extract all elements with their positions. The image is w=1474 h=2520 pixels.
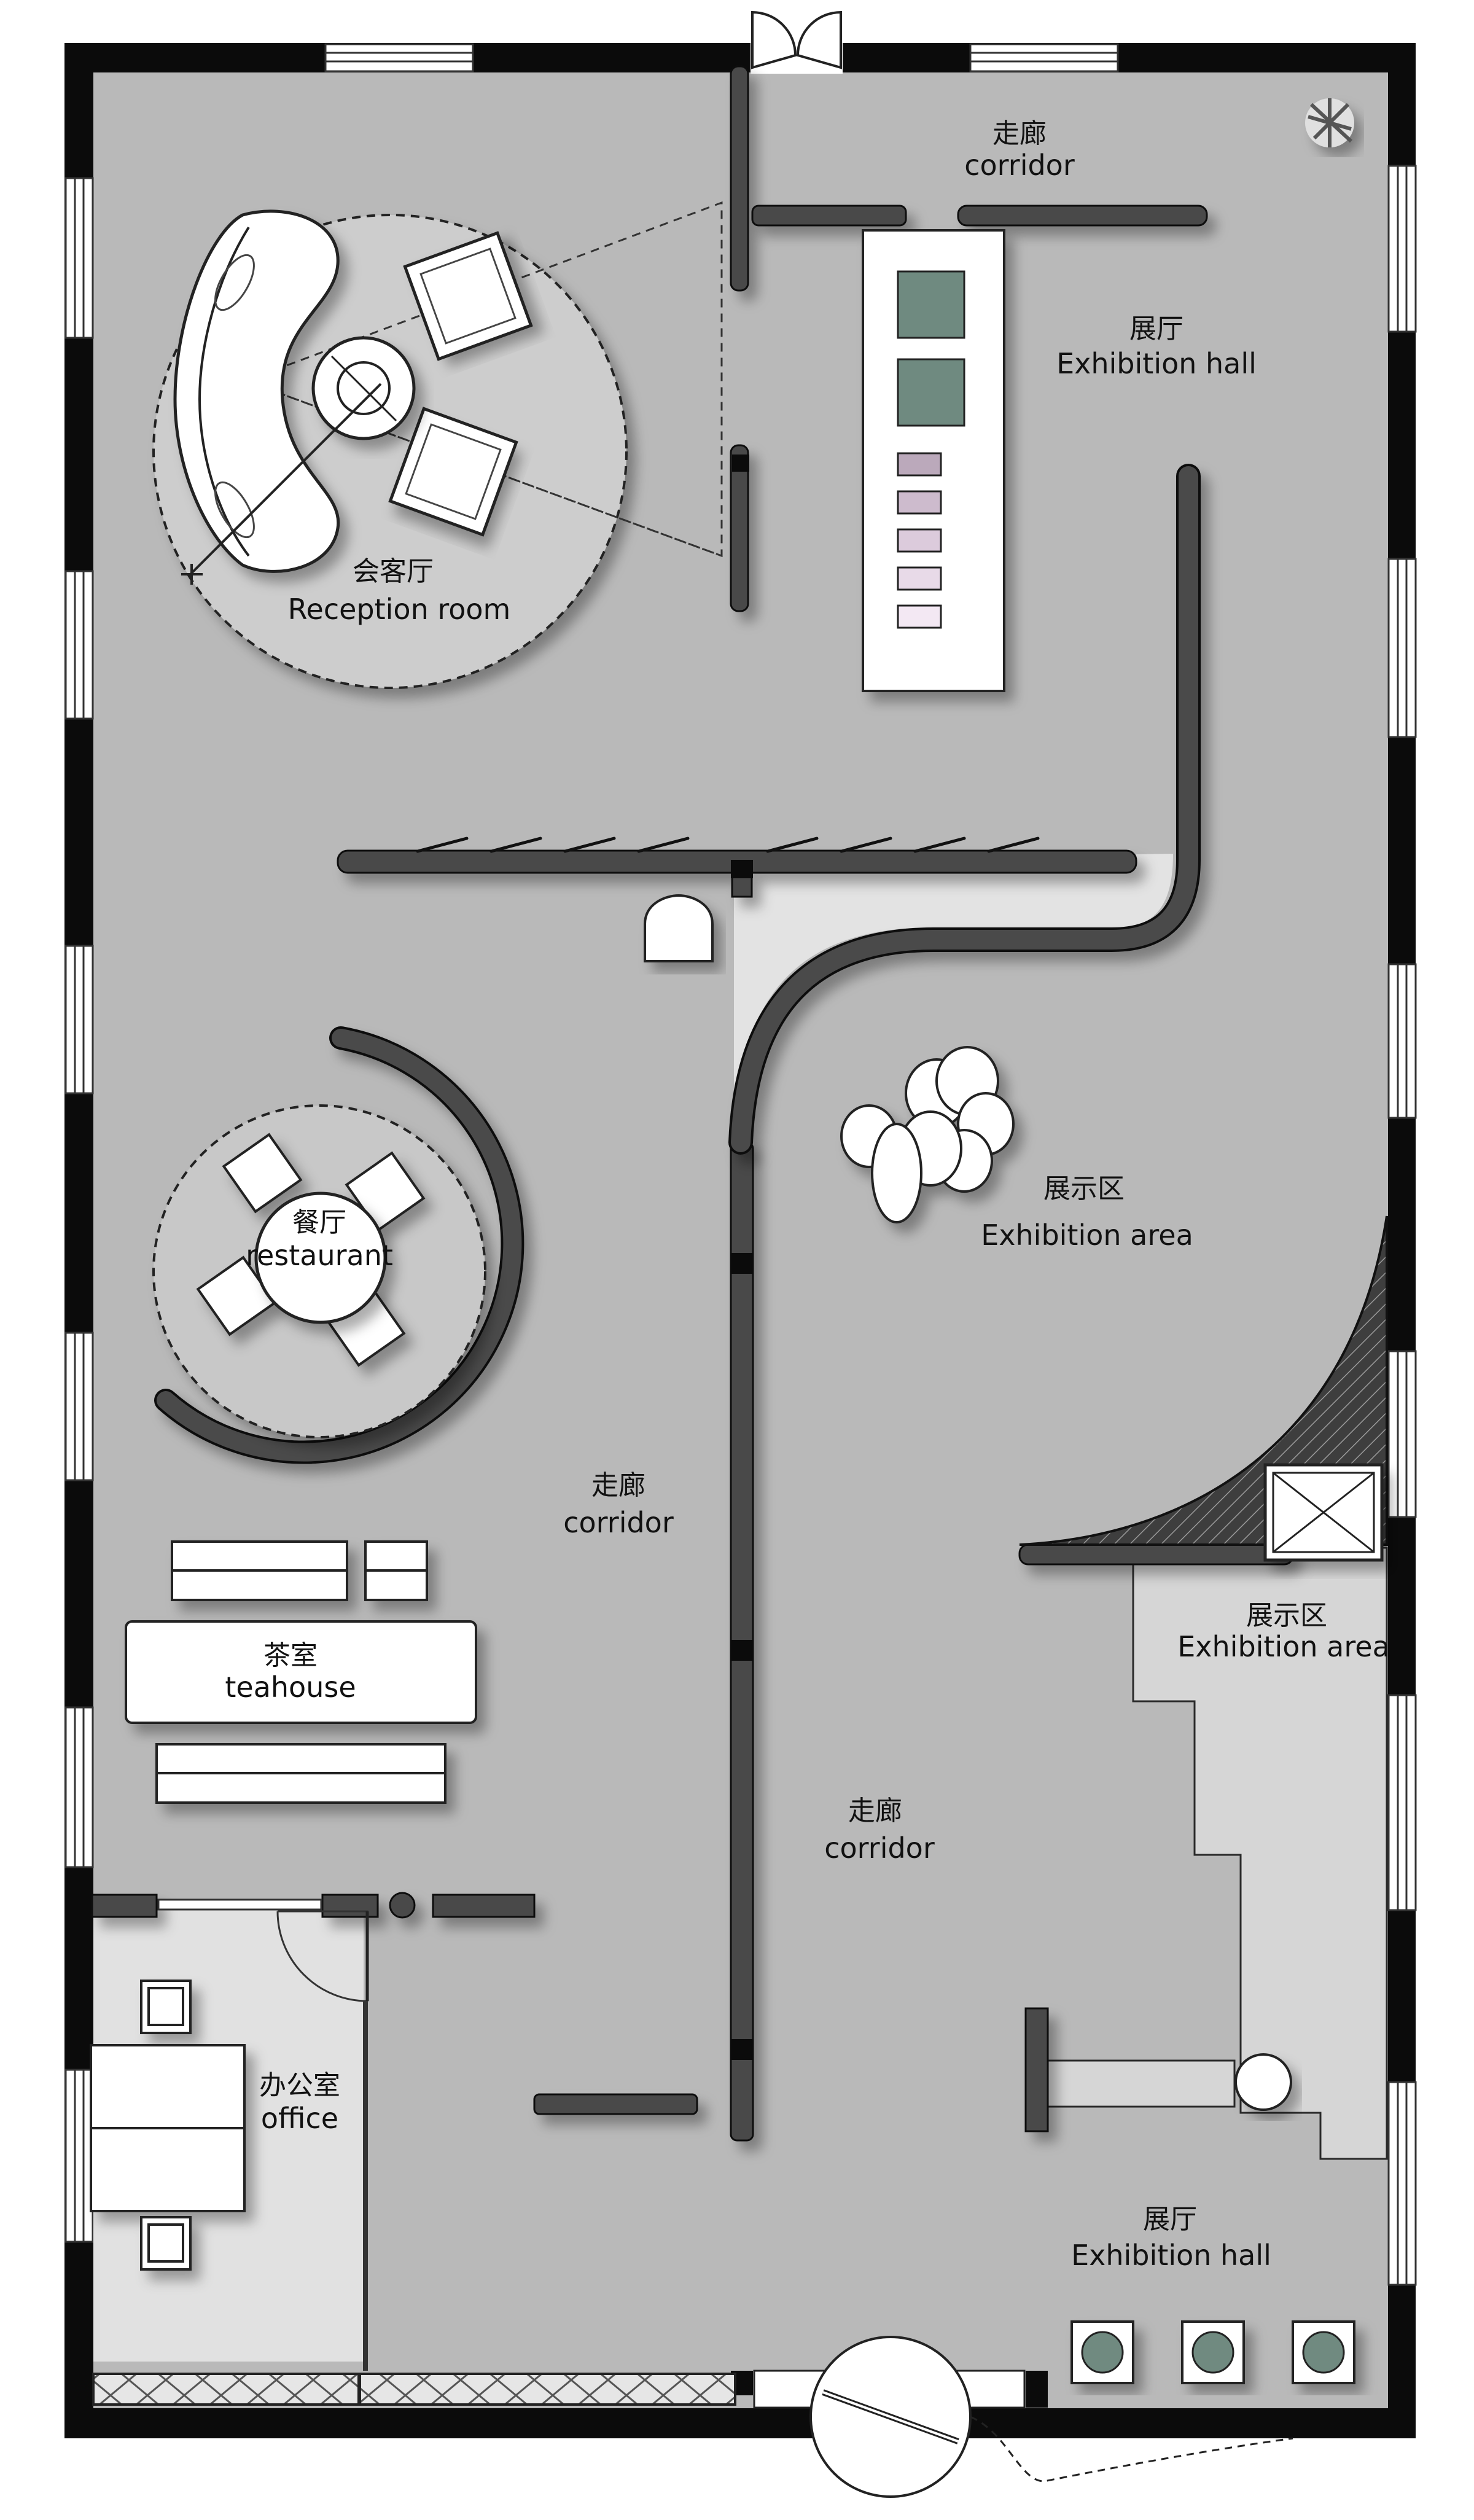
reception-armchair-2[interactable] <box>388 407 518 537</box>
display-plinths <box>1070 2320 1355 2384</box>
office-furniture[interactable] <box>90 1980 246 2271</box>
corridor-top-zh: 走廊 <box>992 118 1047 149</box>
restaurant-table[interactable] <box>254 1192 387 1324</box>
exhibition-hall-bottom-zh: 展厅 <box>1143 2204 1197 2235</box>
bottom-railing <box>92 2373 736 2406</box>
office-en: office <box>261 2102 338 2135</box>
reception-zh: 会客厅 <box>353 556 434 587</box>
corridor-low-zh: 走廊 <box>848 1795 902 1827</box>
plant-icon <box>1305 98 1354 147</box>
office-zh: 办公室 <box>259 2070 340 2101</box>
single-chair[interactable] <box>644 894 714 962</box>
exhibition-hall-top-en: Exhibition hall <box>1056 347 1257 380</box>
elevator-icon <box>1263 1463 1384 1562</box>
display-panel-2 <box>897 358 965 427</box>
display-swatches <box>897 452 942 629</box>
exhibition-area-right-en: Exhibition area <box>1177 1630 1390 1663</box>
display-panel-1 <box>897 270 965 339</box>
top-entrance-door[interactable] <box>751 10 843 74</box>
reception-coffee-table[interactable] <box>311 336 416 440</box>
corridor-mid-zh: 走廊 <box>591 1470 645 1501</box>
teahouse-furniture[interactable] <box>125 1540 477 1804</box>
teahouse-en: teahouse <box>225 1671 356 1704</box>
reception-en: Reception room <box>288 593 511 626</box>
exhibition-hall-bottom-en: Exhibition hall <box>1071 2239 1271 2272</box>
teahouse-zh: 茶室 <box>263 1640 318 1671</box>
reception-floor-lamp <box>181 383 382 585</box>
partition-rails <box>416 837 1040 853</box>
corridor-low-en: corridor <box>824 1831 935 1865</box>
room-labels: 走廊 corridor 展厅 Exhibition hall 会客厅 Recep… <box>225 118 1389 2272</box>
restaurant-zh: 餐厅 <box>292 1207 346 1238</box>
hatched-curved-wall <box>1019 1215 1388 1546</box>
sculpture-cluster <box>840 1046 1015 1223</box>
round-pillar <box>1234 2053 1292 2111</box>
exhibition-area-right-floor <box>1132 1547 1388 2160</box>
reception-sofa[interactable] <box>173 209 340 573</box>
corridor-top-en: corridor <box>964 149 1075 182</box>
bottom-platform <box>1040 2059 1236 2108</box>
office-door[interactable] <box>157 1898 369 2002</box>
light-floor-wedge <box>734 854 1173 1142</box>
exhibition-area-mid-zh: 展示区 <box>1043 1173 1125 1204</box>
exhibition-area-right-zh: 展示区 <box>1246 1600 1327 1631</box>
reception-armchair-1[interactable] <box>403 231 533 361</box>
exhibition-hall-top-zh: 展厅 <box>1129 313 1183 345</box>
bottom-entrance-door[interactable] <box>753 2336 1293 2498</box>
corridor-mid-en: corridor <box>563 1506 674 1539</box>
restaurant-en: restaurant <box>246 1239 393 1272</box>
windows <box>64 43 1417 2286</box>
exhibition-area-mid-en: Exhibition area <box>981 1219 1193 1252</box>
